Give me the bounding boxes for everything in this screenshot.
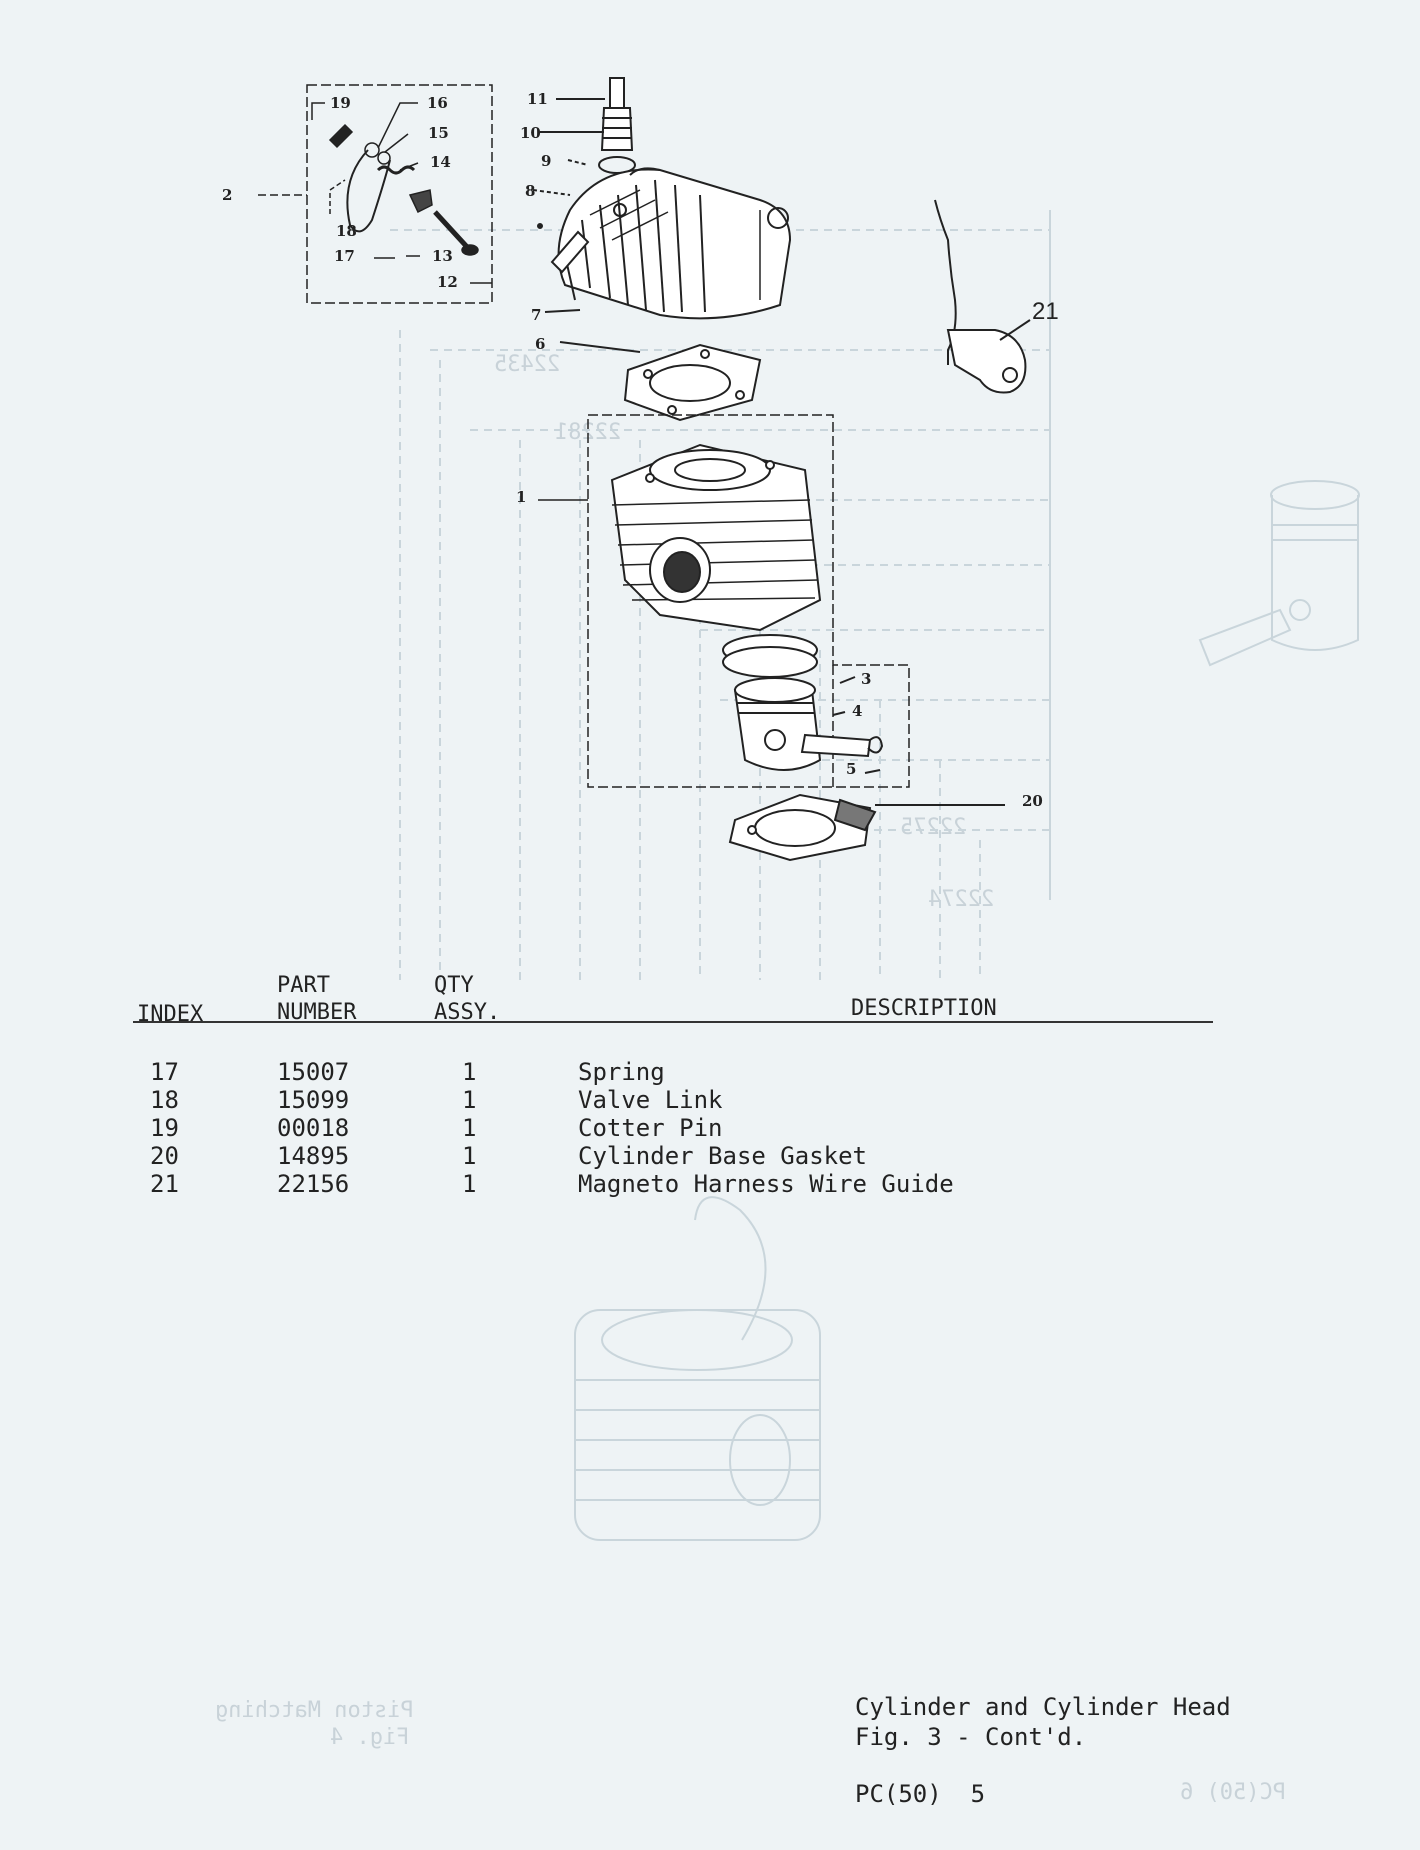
caption-fig: Fig. 3 - Cont'd. (855, 1723, 1087, 1751)
callout-5: 5 (846, 760, 857, 778)
cylinder-block-group (538, 414, 910, 788)
header-rule (133, 1021, 1213, 1023)
header-index: INDEX (137, 1002, 204, 1027)
wire-guide-drawing (934, 199, 1031, 394)
row-index: 20 (150, 1142, 179, 1170)
callout-21: 21 (1032, 298, 1059, 325)
row-qty: 1 (462, 1114, 477, 1142)
row-description: Valve Link (578, 1086, 723, 1114)
callout-16: 16 (427, 94, 448, 112)
callout-8: 8 (525, 182, 536, 200)
caption-title: Cylinder and Cylinder Head (855, 1693, 1231, 1721)
callout-18: 18 (336, 222, 357, 240)
callout-15: 15 (428, 124, 449, 142)
callout-14: 14 (430, 153, 451, 171)
header-qty-line2: ASSY. (434, 1000, 501, 1025)
header-part-line1: PART (277, 973, 330, 998)
callout-7: 7 (531, 306, 542, 324)
figure-caption: Cylinder and Cylinder Head Fig. 3 - Cont… (855, 1692, 1231, 1752)
head-gasket-drawing (559, 341, 762, 422)
cylinder-drawing (610, 443, 822, 632)
row-description: Cylinder Base Gasket (578, 1142, 867, 1170)
row-part-number: 15007 (277, 1058, 350, 1086)
row-qty: 1 (462, 1170, 477, 1198)
callout-6: 6 (535, 335, 546, 353)
row-index: 19 (150, 1114, 179, 1142)
row-index: 18 (150, 1086, 179, 1114)
header-qty-line1: QTY (434, 973, 474, 998)
row-description: Magneto Harness Wire Guide (578, 1170, 954, 1198)
callout-4: 4 (852, 702, 863, 720)
row-part-number: 22156 (277, 1170, 350, 1198)
callout-12: 12 (437, 273, 458, 291)
callout-2: 2 (222, 186, 233, 204)
valve-assembly-group (258, 84, 493, 304)
callout-20: 20 (1022, 792, 1043, 810)
callout-19: 19 (330, 94, 351, 112)
header-description: DESCRIPTION (851, 996, 997, 1021)
row-part-number: 14895 (277, 1142, 350, 1170)
base-gasket-drawing (728, 793, 1005, 862)
callout-9: 9 (541, 152, 552, 170)
row-index: 21 (150, 1170, 179, 1198)
row-qty: 1 (462, 1142, 477, 1170)
row-part-number: 00018 (277, 1114, 350, 1142)
callout-3: 3 (861, 670, 872, 688)
page-number: PC(50) 5 (855, 1780, 986, 1808)
row-description: Cotter Pin (578, 1114, 723, 1142)
callout-17: 17 (334, 247, 355, 265)
callout-11: 11 (527, 90, 548, 108)
callout-10: 10 (520, 124, 541, 142)
cylinder-head-drawing (532, 77, 792, 320)
row-qty: 1 (462, 1058, 477, 1086)
piston-drawing (722, 634, 884, 787)
row-index: 17 (150, 1058, 179, 1086)
callout-1: 1 (516, 488, 527, 506)
header-part-line2: NUMBER (277, 1000, 357, 1025)
callout-13: 13 (432, 247, 453, 265)
row-description: Spring (578, 1058, 665, 1086)
row-part-number: 15099 (277, 1086, 350, 1114)
row-qty: 1 (462, 1086, 477, 1114)
bleed-through-artwork (390, 210, 1360, 1541)
